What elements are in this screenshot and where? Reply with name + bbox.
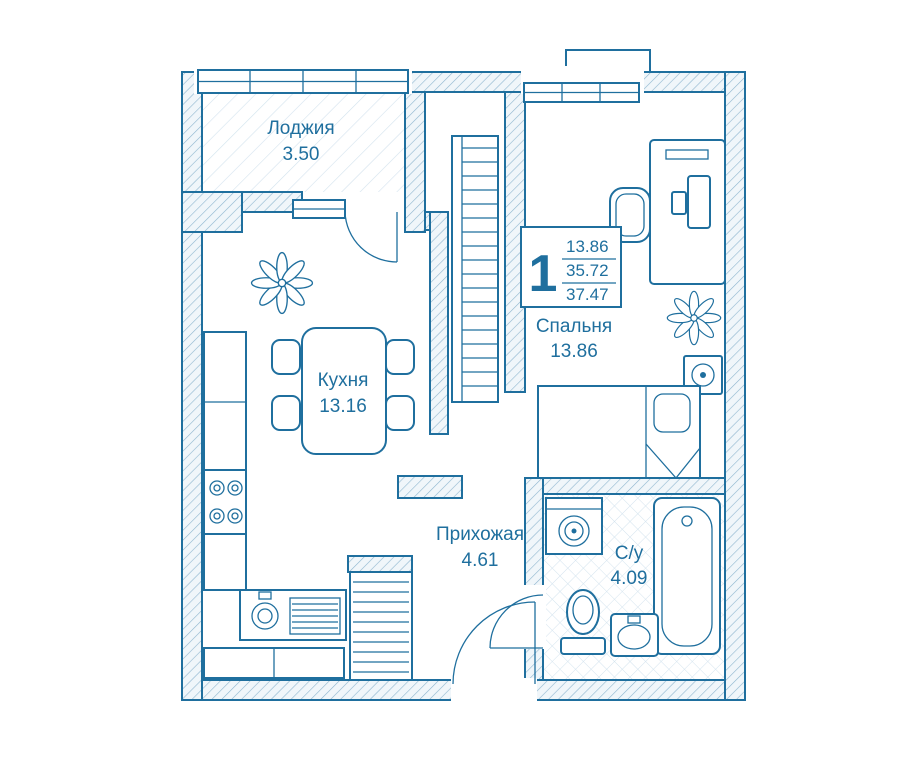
badge-value-2: 35.72 xyxy=(566,261,609,280)
toilet-icon xyxy=(560,589,606,655)
kitchen-label: Кухня xyxy=(318,370,369,391)
chair-icon xyxy=(271,339,415,431)
bathroom-fixtures xyxy=(545,497,721,657)
dining-table-icon xyxy=(301,327,387,455)
hallway-label: Прихожая xyxy=(436,524,524,545)
kitchen-counter xyxy=(203,331,247,591)
washing-machine-icon xyxy=(545,497,603,555)
loggia-balcony-block-icon xyxy=(292,199,346,219)
badge-value-1: 13.86 xyxy=(566,237,609,256)
loggia-floor xyxy=(202,92,405,192)
nightstand-icon xyxy=(683,355,723,395)
washbasin-icon xyxy=(610,613,659,657)
bed-icon xyxy=(537,385,701,480)
kitchen-sink-icon xyxy=(239,589,347,641)
hallway-area: 4.61 xyxy=(462,550,499,571)
wardrobe-icon xyxy=(451,135,499,403)
bathroom-door-icon xyxy=(489,594,544,649)
loggia-label: Лоджия xyxy=(267,118,334,139)
bedroom-label: Спальня xyxy=(536,316,612,337)
closet-icon xyxy=(349,571,413,681)
plant-icon xyxy=(250,251,314,315)
bathroom-label: С/у xyxy=(615,543,644,564)
bedroom-window-icon xyxy=(523,82,640,103)
balcony-door-icon xyxy=(344,211,398,263)
loggia-area: 3.50 xyxy=(283,144,320,165)
bedroom-furniture xyxy=(537,139,726,480)
kitchen-furniture xyxy=(203,251,415,641)
summary-badge: 1 13.86 35.72 37.47 xyxy=(520,226,622,308)
bedroom-area: 13.86 xyxy=(550,341,598,362)
stove-icon xyxy=(203,469,247,535)
bathroom-area: 4.09 xyxy=(611,568,648,589)
pillow-icon xyxy=(653,393,691,433)
desk-icon xyxy=(649,139,726,285)
entrance-door-icon xyxy=(452,601,536,685)
monitor-icon xyxy=(687,175,711,229)
loggia-window-icon xyxy=(197,69,409,94)
plant-icon xyxy=(666,290,722,346)
entry-opening xyxy=(451,678,537,703)
badge-value-3: 37.47 xyxy=(566,285,609,304)
badge-rooms-count: 1 xyxy=(529,245,558,303)
kitchen-area: 13.16 xyxy=(319,396,367,417)
base-cabinets xyxy=(203,647,345,679)
room-labels: Лоджия 3.50 Кухня 13.16 Спальня 13.86 Пр… xyxy=(267,118,647,589)
bathtub-icon xyxy=(653,497,721,655)
